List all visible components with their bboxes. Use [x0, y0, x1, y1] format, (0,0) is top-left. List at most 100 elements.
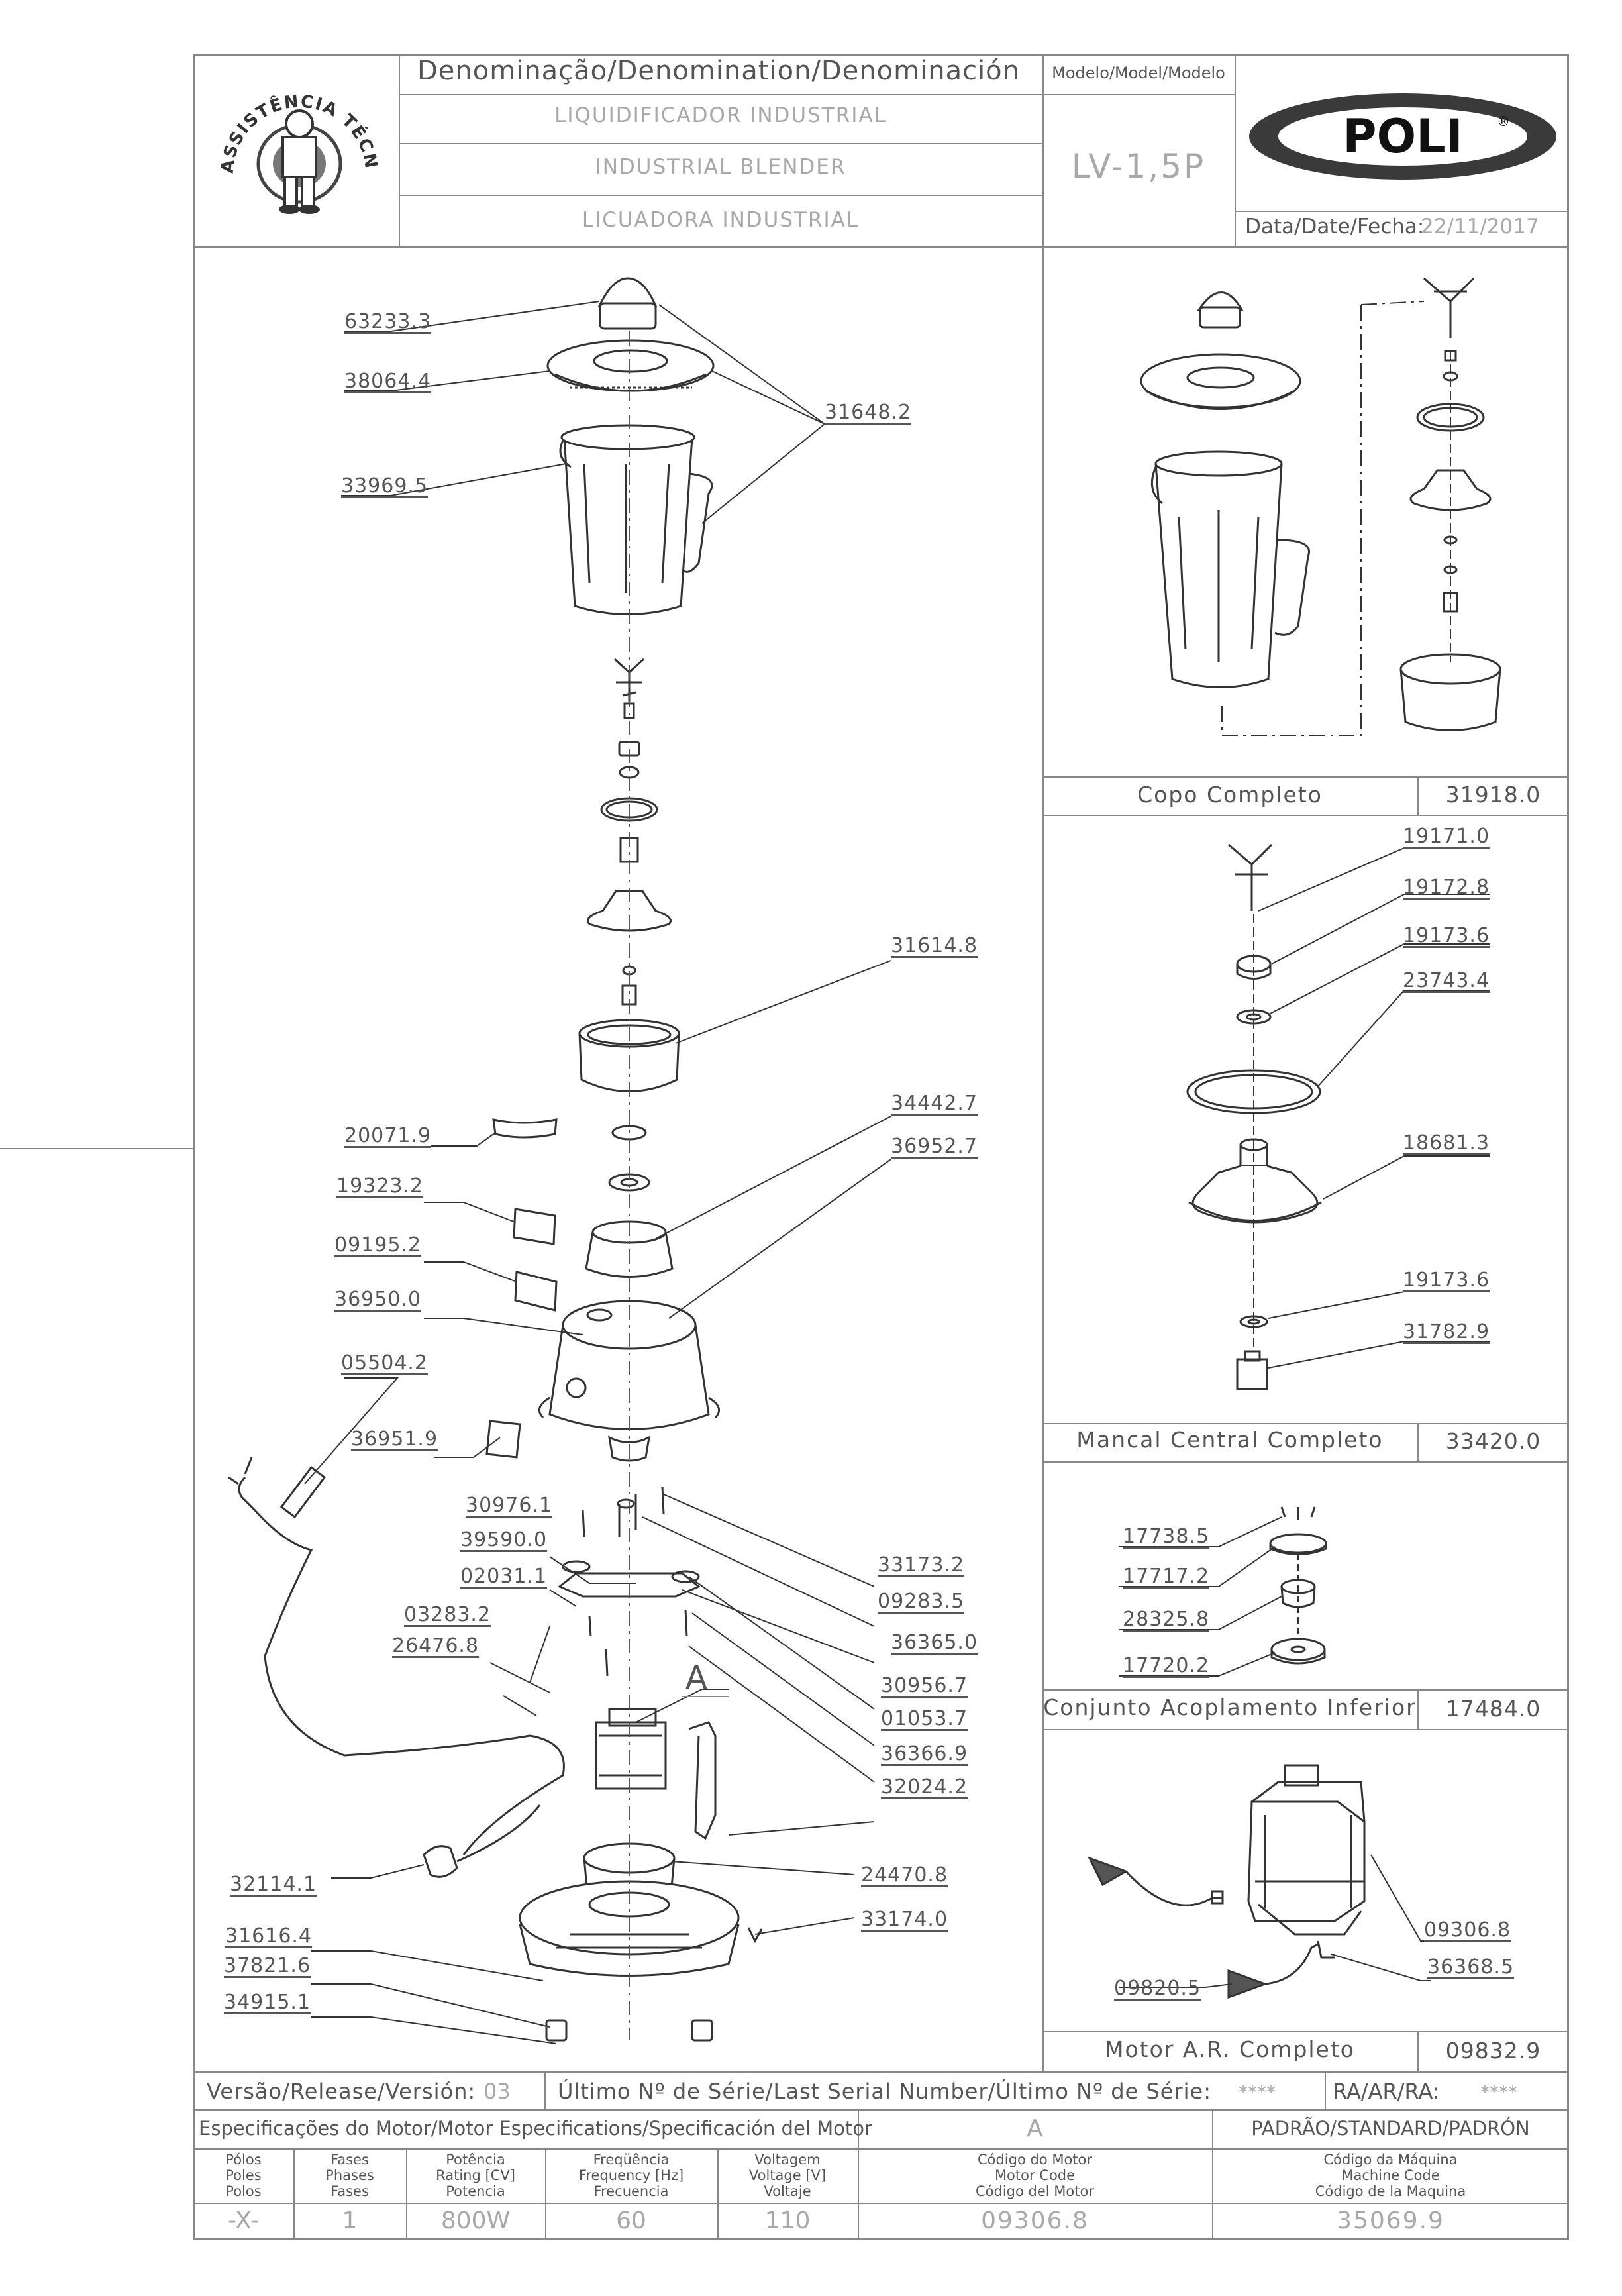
mancal-code: 33420.0	[1445, 1428, 1541, 1454]
spec-rating-value: 800W	[440, 2207, 511, 2234]
mancal-part-31782-9: 31782.9	[1403, 1320, 1490, 1343]
footer-v-col4	[717, 2148, 719, 2240]
poli-brand-logo: POLI ®	[1249, 93, 1556, 180]
part-20071-9: 20071.9	[344, 1124, 432, 1147]
spec-col-rating: Potência Rating [CV] Potencia	[406, 2152, 545, 2199]
part-63233-3: 63233.3	[344, 310, 432, 333]
spec-motor-code-value: 09306.8	[981, 2207, 1089, 2234]
part-34442-7: 34442.7	[891, 1092, 978, 1115]
footer-line-2	[193, 2109, 1569, 2111]
svg-text:POLI: POLI	[1343, 109, 1462, 164]
part-37821-6: 37821.6	[224, 1954, 311, 1977]
cup-lid-cap	[597, 277, 658, 330]
part-03283-2: 03283.2	[404, 1603, 491, 1626]
acoplamento-title-top	[1042, 1689, 1569, 1691]
product-name-en: INDUSTRIAL BLENDER	[595, 155, 846, 179]
motor-code: 09832.9	[1445, 2038, 1541, 2063]
model-value: LV-1,5P	[1071, 147, 1206, 185]
mancal-part-18681-3: 18681.3	[1403, 1131, 1490, 1155]
spec-col-motor-code-h2: Motor Code	[994, 2167, 1076, 2183]
spec-col-poles-h3: Polos	[225, 2183, 262, 2199]
part-36366-9: 36366.9	[881, 1742, 968, 1765]
mancal-code-divider	[1417, 1423, 1419, 1461]
spec-col-rating-h1: Potência	[446, 2152, 505, 2167]
date-label: Data/Date/Fecha:	[1245, 215, 1425, 238]
spec-col-voltage-h2: Voltage [V]	[748, 2167, 827, 2183]
footer-top-line	[193, 2071, 1569, 2073]
motor-part-09820-5: 09820.5	[1114, 1977, 1201, 2000]
main-leader-lines	[304, 301, 891, 2044]
mancal-leader-lines	[1258, 847, 1490, 1369]
header-row-line-1	[399, 94, 1235, 95]
version-label: Versão/Release/Versión:	[207, 2079, 476, 2104]
spec-col-machine-code-h2: Machine Code	[1341, 2167, 1440, 2183]
part-19323-2: 19323.2	[336, 1174, 424, 1198]
copo-title: Copo Completo	[1137, 782, 1323, 808]
motor-title-top	[1042, 2031, 1569, 2032]
spec-col-phases-h1: Fases	[330, 2152, 369, 2167]
label-stickers	[492, 1118, 558, 1312]
footer-v-col3	[545, 2148, 546, 2240]
spec-col-voltage-h3: Voltaje	[764, 2183, 811, 2199]
mancal-panel-drawing	[1186, 843, 1322, 1390]
acoplamento-title-bottom	[1042, 1729, 1569, 1730]
part-31614-8: 31614.8	[891, 934, 978, 957]
part-33173-2: 33173.2	[878, 1553, 965, 1577]
copo-title-bottom	[1042, 815, 1569, 816]
part-02031-1: 02031.1	[460, 1565, 548, 1588]
mancal-title: Mancal Central Completo	[1076, 1427, 1384, 1453]
spec-col-rating-h3: Potencia	[446, 2183, 505, 2199]
ra-value: ****	[1480, 2081, 1517, 2103]
mancal-title-top	[1042, 1423, 1569, 1424]
version-value: 03	[483, 2079, 511, 2104]
copo-panel-drawing	[1140, 277, 1501, 736]
serial-label: Último Nº de Série/Last Serial Number/Úl…	[558, 2079, 1211, 2104]
motor-code-divider	[1417, 2031, 1419, 2071]
spec-col-phases-h3: Fases	[330, 2183, 369, 2199]
part-32114-1: 32114.1	[230, 1873, 317, 1896]
detail-label-a: A	[685, 1659, 707, 1696]
part-24470-8: 24470.8	[861, 1863, 948, 1887]
spec-col-voltage: Voltagem Voltage [V] Voltaje	[717, 2152, 858, 2199]
model-label: Modelo/Model/Modelo	[1052, 64, 1225, 82]
part-33174-0: 33174.0	[861, 1908, 948, 1931]
spec-col-voltage-h1: Voltagem	[754, 2152, 821, 2167]
header-divider-2	[1042, 54, 1044, 246]
acoplamento-title: Conjunto Acoplamento Inferior	[1043, 1695, 1417, 1720]
mancal-part-19173-6: 19173.6	[1403, 924, 1490, 947]
part-09195-2: 09195.2	[334, 1233, 422, 1257]
motor-part-09306-8: 09306.8	[1424, 1918, 1511, 1942]
right-column-divider	[1042, 246, 1044, 2071]
motor-title: Motor A.R. Completo	[1105, 2036, 1355, 2062]
footer-line-3	[193, 2148, 1569, 2150]
ra-label: RA/AR/RA:	[1333, 2079, 1440, 2104]
serial-value: ****	[1239, 2081, 1276, 2103]
header-row-line-4	[1235, 211, 1569, 212]
part-31648-2: 31648.2	[825, 401, 912, 424]
acoplamento-leader-lines	[1119, 1516, 1282, 1677]
footer-v-standard	[1212, 2109, 1213, 2240]
mancal-part-19173-6-lower: 19173.6	[1403, 1269, 1490, 1292]
footer-v-spec	[858, 2109, 859, 2240]
motor-leader-lines	[1119, 1854, 1434, 1988]
product-name-pt: LIQUIDIFICADOR INDUSTRIAL	[554, 103, 887, 127]
mancal-part-19171-0: 19171.0	[1403, 825, 1490, 848]
header-divider-3	[1235, 54, 1236, 246]
spec-voltage-value: 110	[764, 2207, 811, 2234]
spec-col-phases: Fases Phases Fases	[293, 2152, 406, 2199]
left-margin-line	[0, 1148, 193, 1149]
mancal-title-bottom	[1042, 1461, 1569, 1463]
spec-col-frequency-h1: Freqüência	[593, 2152, 670, 2167]
spec-col-machine-code: Código da Máquina Machine Code Código de…	[1212, 2152, 1569, 2199]
spec-phases-value: 1	[342, 2207, 358, 2234]
acoplamento-code: 17484.0	[1445, 1696, 1541, 1722]
cup-lid	[546, 339, 715, 392]
motor-panel-drawing	[1087, 1764, 1366, 1999]
part-36950-0: 36950.0	[334, 1288, 422, 1311]
spec-col-motor-code-h3: Código del Motor	[976, 2183, 1094, 2199]
svg-text:®: ®	[1497, 113, 1510, 129]
spec-col-frequency: Freqüência Frequency [Hz] Frecuencia	[545, 2152, 717, 2199]
motor-spec-value: A	[1027, 2115, 1043, 2142]
copo-code-divider	[1417, 776, 1419, 815]
acoplamento-code-divider	[1417, 1689, 1419, 1729]
